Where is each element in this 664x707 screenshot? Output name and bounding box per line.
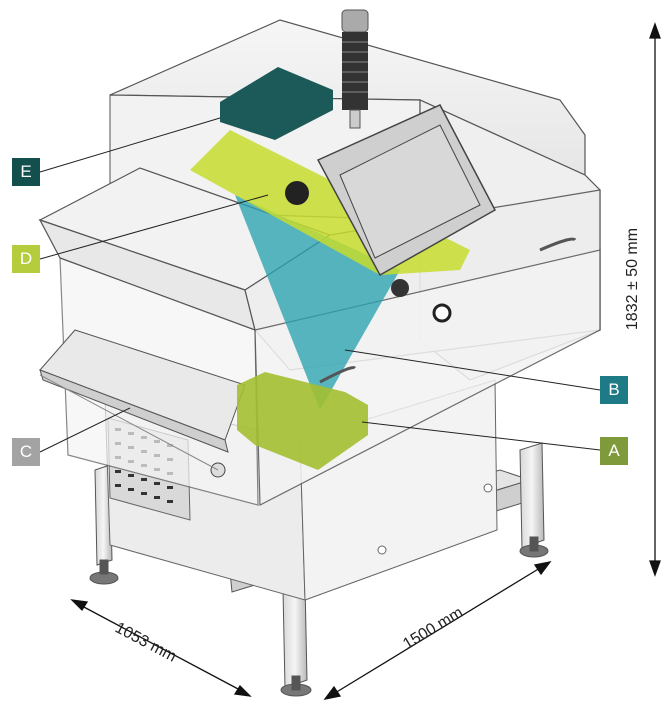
emergency-stop-icon [391,279,409,297]
height-dimension-label: 1832 ± 50 mm [624,227,642,331]
main-switch-icon [285,181,309,205]
xray-source [220,67,333,140]
signal-tower-icon [341,9,369,129]
control-panel [285,104,497,323]
callout-c: C [12,438,40,466]
dimension-arrows [70,22,661,700]
xray-beam [235,195,400,410]
callout-d: D [12,245,40,273]
conveyor-tray [39,329,246,478]
callout-e: E [12,158,40,186]
handles [319,237,577,384]
callout-b: B [600,376,628,404]
callout-lines [39,117,601,453]
port-icon [432,303,452,323]
touch-screen [339,124,481,259]
callout-a: A [600,437,628,465]
